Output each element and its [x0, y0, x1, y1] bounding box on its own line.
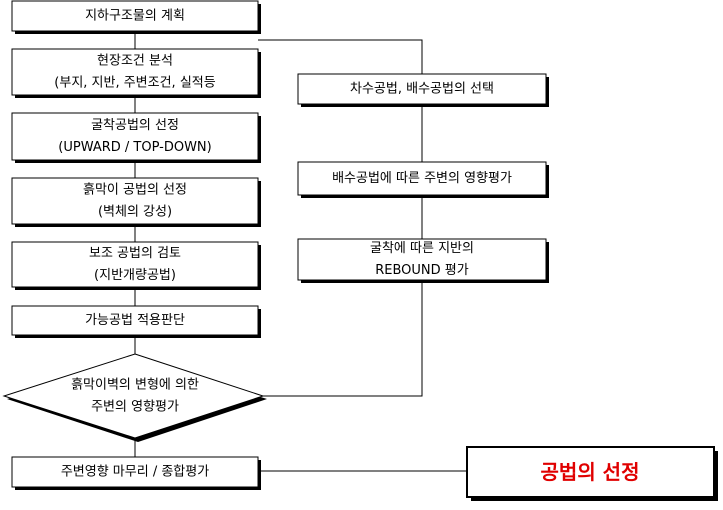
node-label: (부지, 지반, 주변조건, 실적등 [54, 76, 215, 91]
box-outline [11, 241, 259, 288]
step-box-retaining: 흙막이 공법의 선정 (벽체의 강성) [11, 177, 261, 227]
step-box-excavation: 굴착공법의 선정 (UPWARD / TOP-DOWN) [11, 112, 261, 163]
node-label: 굴착공법의 선정 [91, 118, 179, 133]
node-label: REBOUND 평가 [375, 263, 469, 278]
box-outline [11, 305, 259, 336]
node-label: 지하구조물의 계획 [85, 9, 185, 24]
node-label: 주변영향 마무리 / 종합평가 [61, 465, 209, 480]
node-label: 차수공법, 배수공법의 선택 [350, 82, 494, 97]
side-box-drainage: 배수공법에 따른 주변의 영향평가 [297, 161, 549, 198]
step-box-plan: 지하구조물의 계획 [11, 0, 261, 34]
side-loop-line [258, 39, 423, 397]
node-label: 현장조건 분석 [97, 54, 173, 69]
final-evaluation-box: 주변영향 마무리 / 종합평가 [11, 456, 261, 490]
box-outline [11, 0, 259, 32]
step-box-applicable: 가능공법 적용판단 [11, 305, 261, 338]
box-outline [11, 177, 259, 225]
node-label: 흙막이벽의 변형에 의한 [71, 378, 199, 393]
box-outline [466, 446, 715, 498]
side-box-cutoff: 차수공법, 배수공법의 선택 [297, 73, 549, 107]
box-outline [11, 456, 259, 488]
diamond-outline [2, 353, 265, 439]
box-outline [11, 48, 259, 96]
node-label: 보조 공법의 검토 [89, 246, 181, 261]
node-label: (UPWARD / TOP-DOWN) [58, 140, 211, 155]
node-label: 흙막이 공법의 선정 [83, 183, 187, 198]
node-label: 가능공법 적용판단 [85, 313, 185, 328]
node-label: 배수공법에 따른 주변의 영향평가 [332, 171, 512, 186]
result-label: 공법의 선정 [541, 460, 640, 484]
box-outline [297, 238, 547, 281]
node-label: 주변의 영향평가 [91, 400, 179, 415]
box-outline [297, 73, 547, 105]
node-label: 굴착에 따른 지반의 [370, 241, 474, 256]
box-outline [11, 112, 259, 161]
result-box: 공법의 선정 [466, 446, 718, 501]
side-box-rebound: 굴착에 따른 지반의 REBOUND 평가 [297, 238, 549, 283]
step-box-auxiliary: 보조 공법의 검토 (지반개량공법) [11, 241, 261, 290]
step-box-site: 현장조건 분석 (부지, 지반, 주변조건, 실적등 [11, 48, 261, 98]
node-label: (지반개량공법) [94, 268, 176, 283]
node-label: (벽체의 강성) [98, 205, 172, 220]
box-outline [297, 161, 547, 196]
